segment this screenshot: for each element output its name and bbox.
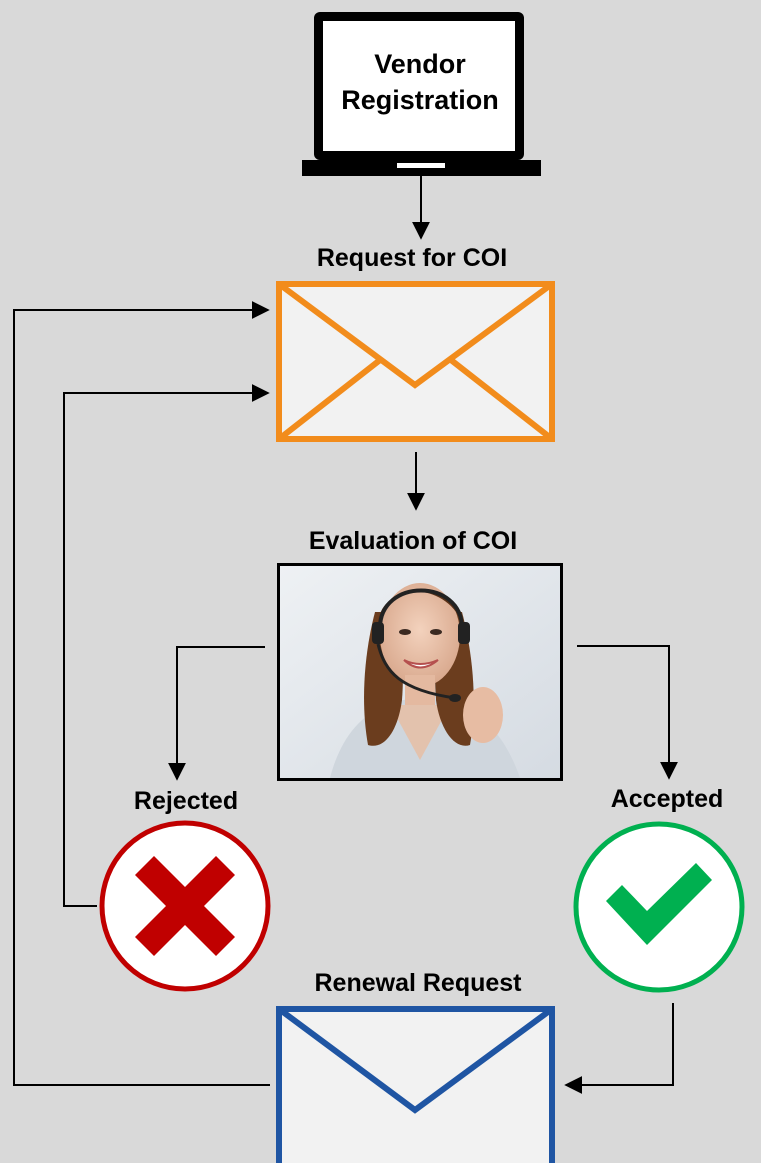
- request-for-coi-label: Request for COI: [317, 244, 507, 272]
- check-mark-icon: [573, 821, 745, 993]
- x-mark-icon: [99, 820, 271, 992]
- rejected-node: Rejected: [99, 787, 271, 992]
- support-agent-photo: [277, 563, 563, 781]
- arrow-accepted-to-renewal: [564, 1003, 674, 1094]
- request-for-coi-node: Request for COI: [276, 244, 555, 442]
- envelope-icon: [276, 281, 555, 442]
- accepted-node: Accepted: [573, 785, 745, 993]
- renewal-request-node: Renewal Request: [276, 969, 555, 1163]
- renewal-request-label: Renewal Request: [314, 969, 522, 997]
- evaluation-of-coi-node: Evaluation of COI: [277, 527, 563, 781]
- vendor-registration-label-line2: Registration: [341, 85, 499, 115]
- arrow-evaluation-to-accepted: [577, 645, 678, 780]
- rejected-label: Rejected: [134, 787, 238, 815]
- arrow-evaluation-to-rejected: [168, 646, 265, 781]
- connectors: [13, 176, 678, 1094]
- evaluation-of-coi-label: Evaluation of COI: [309, 527, 517, 555]
- laptop-icon: [302, 12, 541, 176]
- accepted-label: Accepted: [611, 785, 724, 813]
- arrow-rejected-to-request: [63, 384, 270, 907]
- vendor-registration-node: Vendor Registration: [302, 12, 541, 176]
- vendor-registration-label-line1: Vendor: [374, 49, 466, 79]
- arrow-renewal-to-request: [13, 301, 270, 1086]
- envelope-icon: [276, 1006, 555, 1163]
